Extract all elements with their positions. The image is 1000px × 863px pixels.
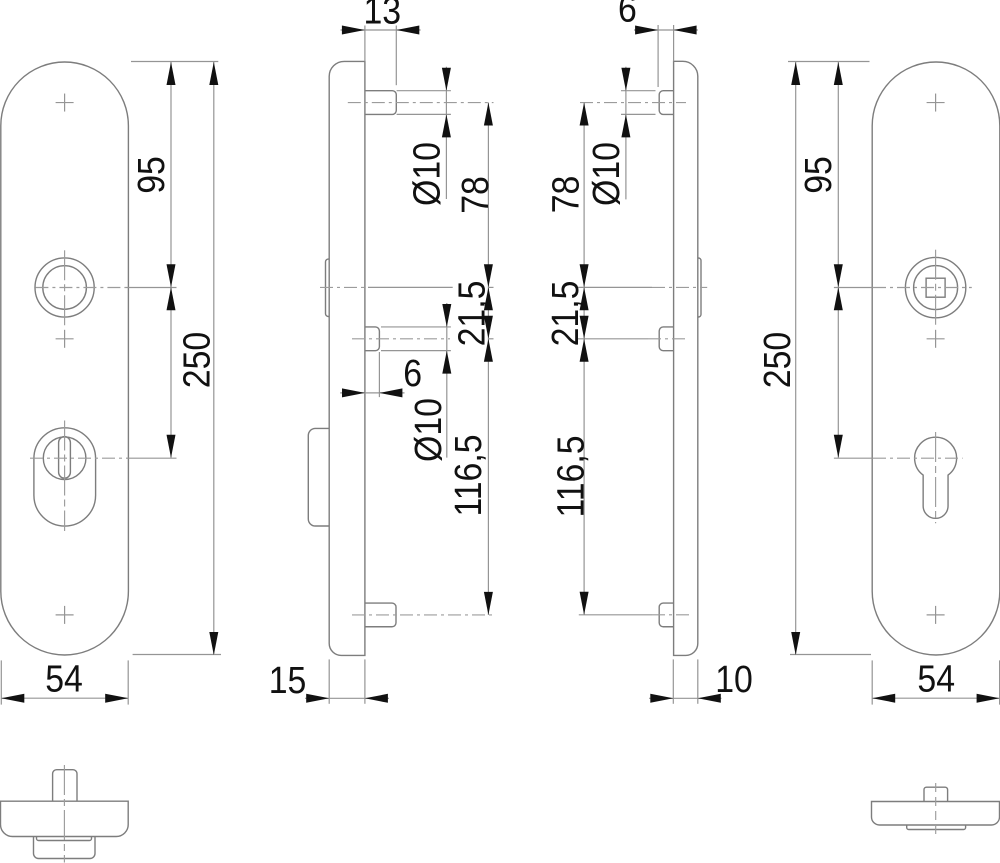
svg-text:10: 10 xyxy=(715,657,753,700)
svg-text:13: 13 xyxy=(363,0,401,32)
svg-text:250: 250 xyxy=(755,332,798,388)
svg-text:95: 95 xyxy=(796,156,839,194)
svg-text:78: 78 xyxy=(453,176,496,214)
svg-text:6: 6 xyxy=(403,351,422,394)
svg-text:54: 54 xyxy=(45,657,83,700)
svg-text:54: 54 xyxy=(917,657,955,700)
svg-text:95: 95 xyxy=(129,156,172,194)
svg-text:21,5: 21,5 xyxy=(543,281,586,347)
svg-text:21,5: 21,5 xyxy=(450,281,493,347)
svg-text:Ø10: Ø10 xyxy=(406,398,449,462)
svg-text:116,5: 116,5 xyxy=(549,435,592,517)
svg-text:116,5: 116,5 xyxy=(446,434,489,516)
svg-text:15: 15 xyxy=(269,658,307,701)
svg-text:250: 250 xyxy=(175,332,218,388)
svg-text:Ø10: Ø10 xyxy=(584,142,627,206)
svg-text:Ø10: Ø10 xyxy=(405,142,448,206)
svg-text:6: 6 xyxy=(618,0,637,30)
svg-text:78: 78 xyxy=(544,176,587,214)
